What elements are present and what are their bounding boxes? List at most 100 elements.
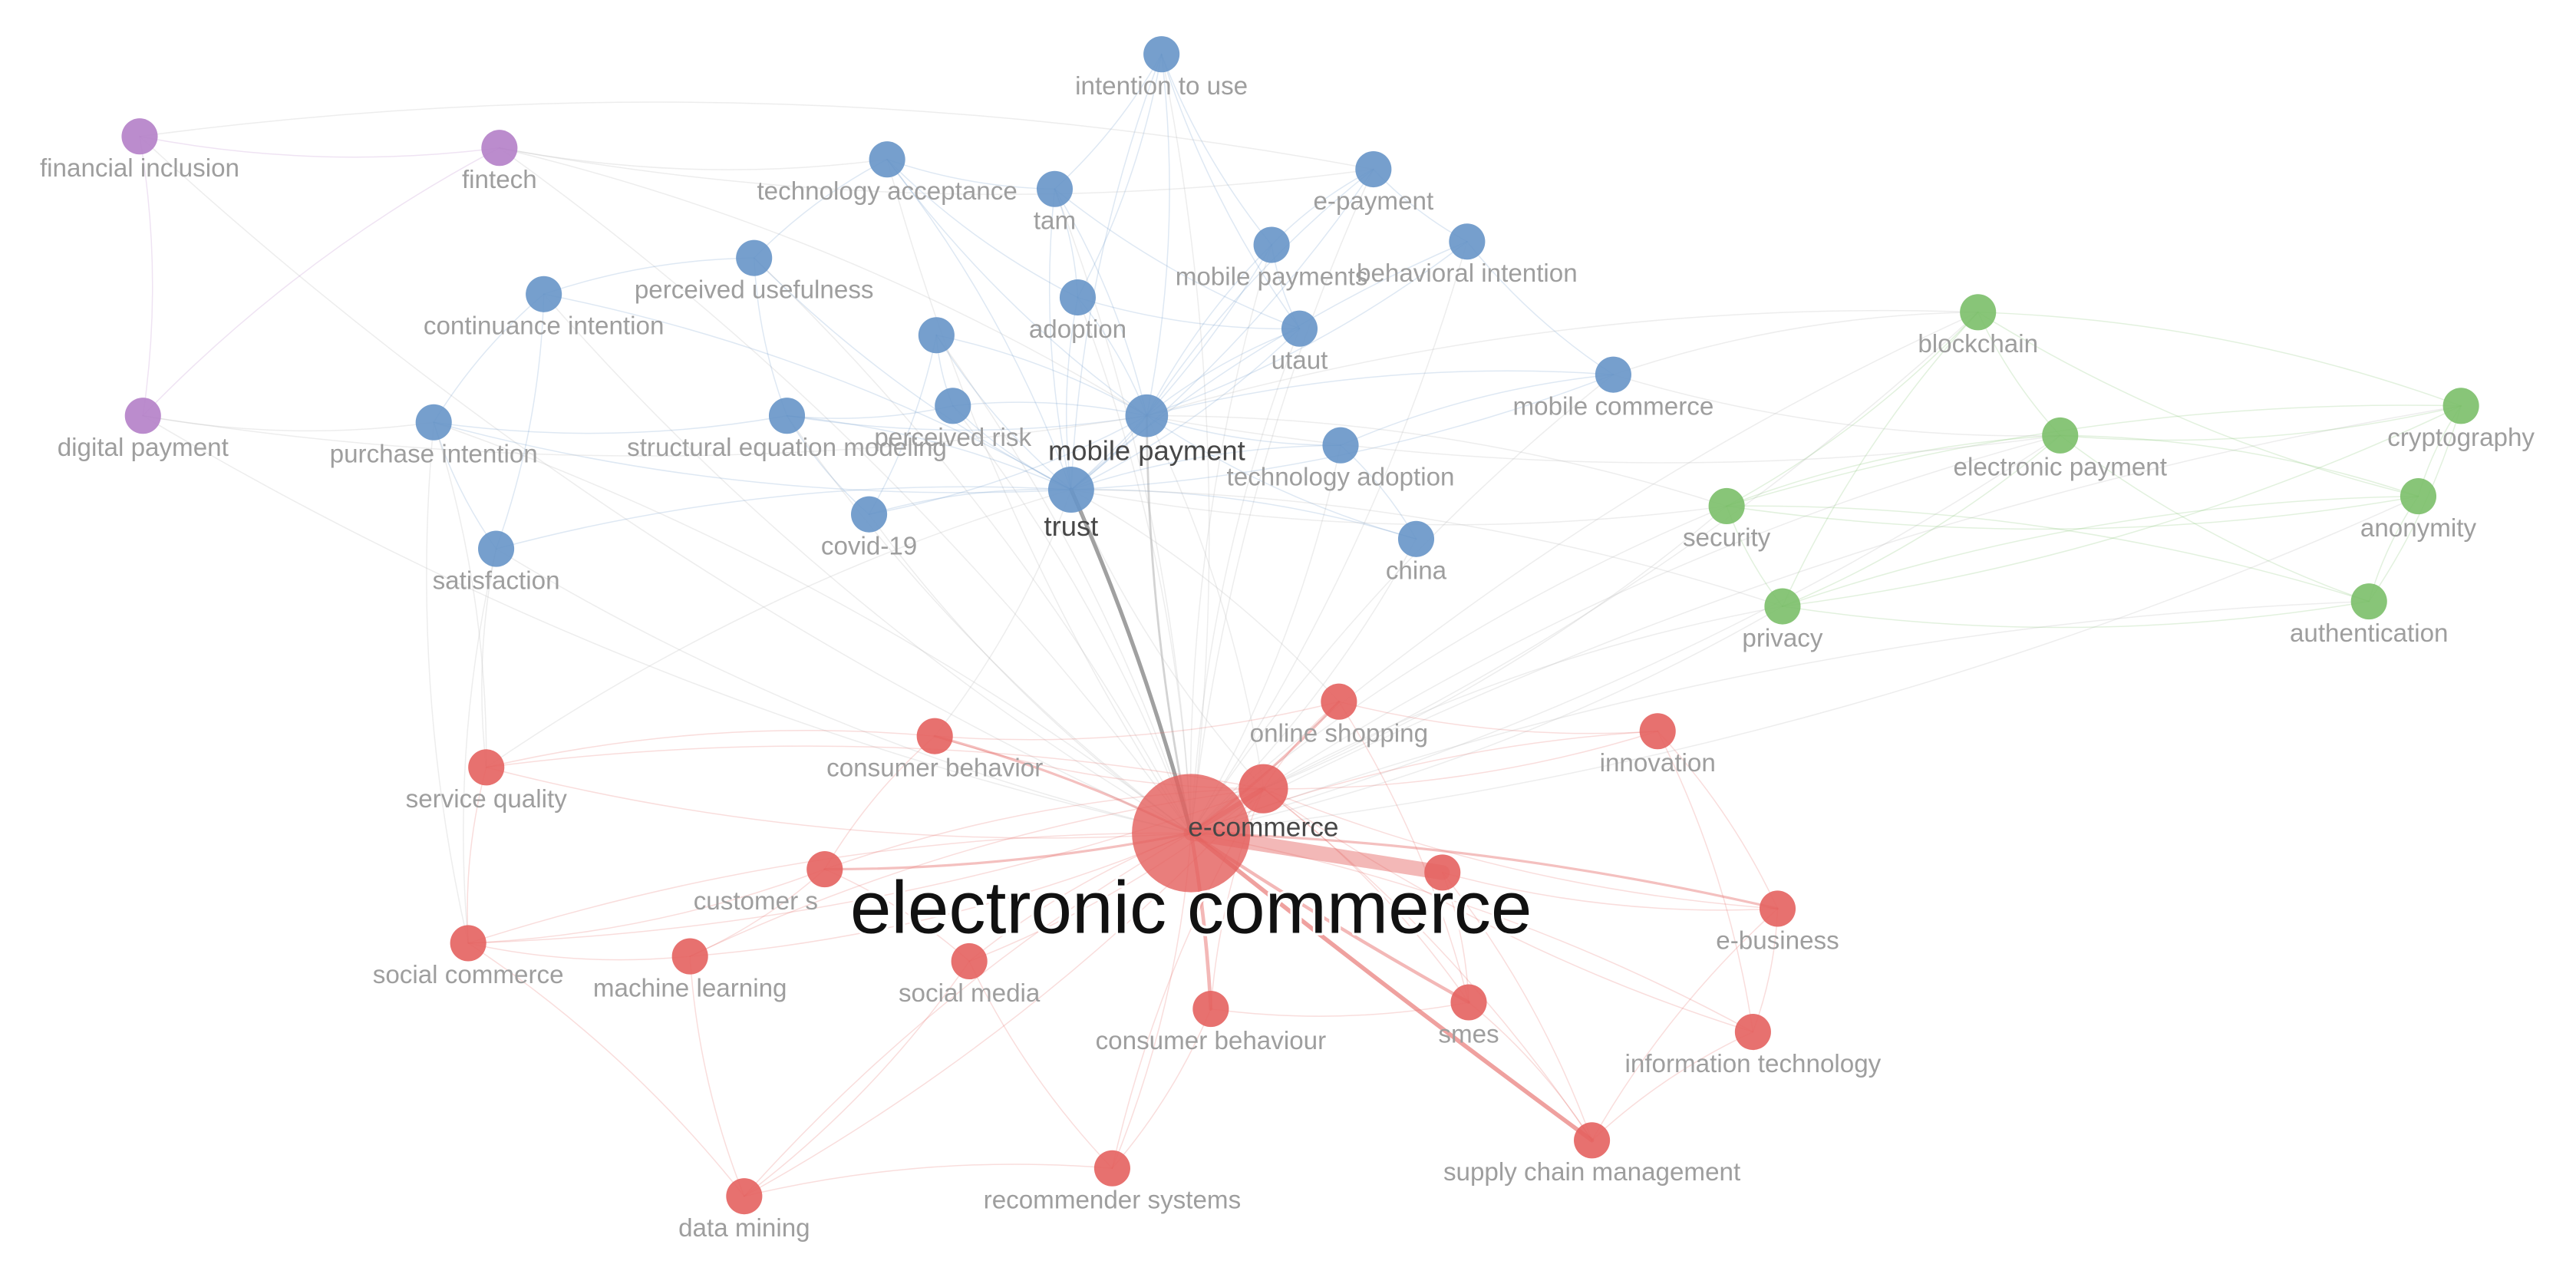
node-label-authentication: authentication: [2290, 619, 2449, 648]
link-edge: [426, 421, 469, 944]
node-label-social-commerce: social commerce: [373, 961, 564, 989]
node-structural-equation-modeling: [768, 398, 806, 434]
node-label-perceived-usefulness: perceived usefulness: [635, 276, 874, 304]
link-edge: [1726, 495, 2419, 530]
node-anonymity: [2400, 478, 2437, 515]
link-edge: [1190, 600, 2370, 834]
link-edge: [139, 135, 500, 158]
link-edge: [1612, 312, 1979, 375]
node-label-covid-19: covid-19: [821, 532, 917, 560]
link-edge: [495, 293, 545, 550]
link-edge: [499, 147, 1192, 834]
node-label-adoption: adoption: [1029, 315, 1126, 344]
link-edge: [1262, 787, 1779, 909]
link-edge: [1262, 505, 1727, 790]
link-edge: [543, 257, 755, 295]
link-edge: [786, 414, 1192, 834]
link-edge: [142, 414, 1148, 457]
node-service-quality: [468, 749, 505, 786]
node-label-social-media: social media: [899, 979, 1041, 1008]
link-edge: [1190, 168, 1374, 834]
link-edge: [467, 767, 487, 944]
link-edge: [1070, 53, 1163, 490]
node-label-e-commerce: e-commerce: [1188, 812, 1338, 842]
node-covid-19: [851, 496, 888, 533]
link-edge: [1338, 701, 1469, 1003]
link-edge: [1070, 244, 1272, 490]
link-edge: [1441, 872, 1593, 1141]
link-edge: [1190, 312, 1979, 834]
node-digital-payment: [124, 398, 161, 434]
link-edge: [1782, 312, 1979, 607]
node-label-machine-learning: machine learning: [593, 974, 787, 1002]
link-edge: [868, 335, 938, 515]
node-social-commerce: [450, 925, 487, 962]
link-edge: [1070, 489, 1417, 540]
link-edge: [485, 745, 1265, 790]
link-edge: [463, 548, 497, 944]
node-label-customer-s: customer s: [694, 887, 818, 916]
link-edge: [1054, 53, 1163, 190]
link-edge: [499, 147, 1148, 417]
node-electronic-payment: [2042, 417, 2079, 454]
link-edge: [1612, 374, 2061, 437]
link-edge: [2059, 434, 2370, 602]
link-edge: [1111, 1008, 1212, 1169]
node-label-digital-payment: digital payment: [58, 434, 229, 462]
link-edge: [689, 832, 1192, 957]
link-edge: [786, 414, 1072, 490]
link-edge: [868, 513, 1192, 834]
link-edge: [433, 421, 1072, 493]
link-edge: [1340, 374, 1615, 446]
node-information-technology: [1734, 1013, 1771, 1051]
link-edge: [485, 767, 1192, 839]
link-edge: [1591, 908, 1779, 1141]
link-edge: [499, 147, 888, 170]
link-edge: [1726, 312, 1979, 507]
link-edge: [1262, 434, 2061, 790]
link-edge: [753, 158, 888, 259]
link-edge: [786, 414, 870, 515]
node-perceived-risk: [935, 388, 971, 424]
link-edge: [1726, 404, 2462, 507]
link-edge: [1146, 414, 1265, 790]
node-label-anonymity: anonymity: [2360, 514, 2477, 543]
link-edge: [868, 414, 1148, 515]
link-edge: [543, 293, 1072, 490]
node-label-consumer-behavior: consumer behavior: [826, 754, 1043, 782]
node-label-security: security: [1683, 524, 1771, 553]
node-purchase-intention: [415, 404, 452, 441]
link-edge: [142, 147, 500, 417]
link-edge: [1977, 312, 2462, 407]
link-edge: [495, 486, 1072, 550]
node-financial-inclusion: [121, 118, 158, 155]
link-edge: [1262, 731, 1658, 790]
link-edge: [1657, 731, 1754, 1033]
node-technology-acceptance: [869, 141, 905, 178]
link-edge: [1146, 370, 1615, 417]
link-edge: [1726, 505, 2370, 602]
link-edge: [868, 488, 1072, 515]
node-e-payment: [1355, 151, 1392, 188]
link-edge: [1210, 787, 1265, 1010]
node-label-supply-chain-management: supply chain management: [1443, 1158, 1740, 1187]
node-machine-learning: [671, 938, 708, 975]
node-label-trust: trust: [1044, 510, 1099, 542]
link-edge: [1189, 830, 1595, 1143]
link-edge: [485, 729, 935, 768]
node-label-mobile-payments: mobile payments: [1176, 262, 1368, 291]
link-edge: [1782, 600, 2370, 629]
link-edge: [753, 257, 1072, 490]
node-label-satisfaction: satisfaction: [433, 566, 560, 595]
link-edge: [1782, 495, 2419, 607]
link-edge: [142, 414, 1192, 834]
node-e-business: [1759, 890, 1796, 927]
link-edge: [1262, 606, 1783, 790]
node-technology-adoption: [1322, 427, 1359, 464]
link-edge: [1189, 831, 1779, 910]
node-online-shopping: [1321, 683, 1357, 720]
node-label-cryptography: cryptography: [2387, 424, 2535, 452]
link-edge: [433, 421, 1192, 834]
node-social-media: [951, 942, 988, 980]
node-innovation: [1639, 713, 1676, 750]
